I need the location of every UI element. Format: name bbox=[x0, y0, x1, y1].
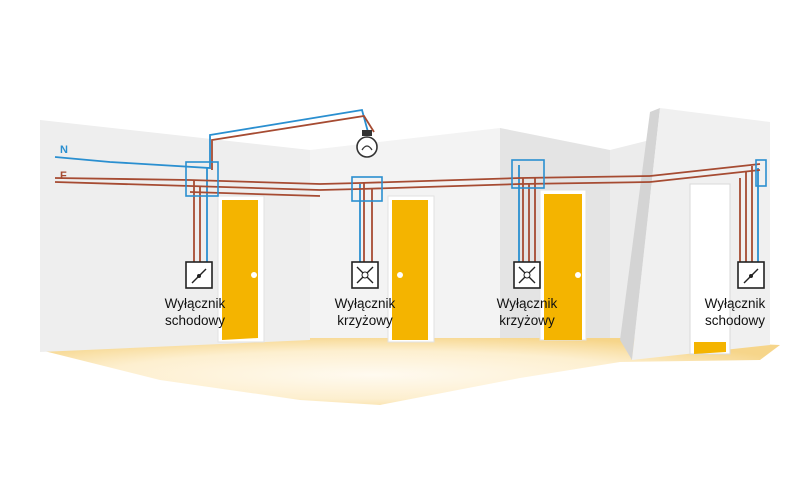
switch-label-line2: schodowy bbox=[164, 313, 226, 328]
switch-label-line2: schodowy bbox=[704, 313, 766, 328]
switch-label-line1: Wyłącznik bbox=[334, 296, 396, 311]
junction-box-1 bbox=[185, 161, 219, 197]
door-2 bbox=[387, 195, 435, 343]
switch-label-right: Wyłącznik schodowy bbox=[680, 295, 790, 329]
intermediate-switch-icon bbox=[513, 261, 541, 289]
two-way-switch-icon bbox=[185, 261, 213, 289]
switch-label-line1: Wyłącznik bbox=[164, 296, 226, 311]
switch-label-mid1: Wyłącznik krzyżowy bbox=[310, 295, 420, 329]
switch-label-line1: Wyłącznik bbox=[704, 296, 766, 311]
light-bulb-icon bbox=[356, 130, 378, 158]
doorway-4 bbox=[689, 183, 731, 355]
phase-wire bbox=[54, 115, 761, 262]
neutral-wire bbox=[54, 108, 759, 262]
two-way-switch-icon bbox=[737, 261, 765, 289]
switch-label-left: Wyłącznik schodowy bbox=[140, 295, 250, 329]
phase-wire-label: F bbox=[60, 170, 67, 182]
switch-label-line2: krzyżowy bbox=[337, 313, 393, 328]
door-3 bbox=[539, 189, 587, 341]
switch-label-mid2: Wyłącznik krzyżowy bbox=[472, 295, 582, 329]
junction-box-4 bbox=[755, 159, 767, 187]
door-1 bbox=[217, 195, 265, 343]
partition-wall-edge bbox=[620, 108, 660, 360]
switch-label-line1: Wyłącznik bbox=[496, 296, 558, 311]
junction-box-3 bbox=[511, 159, 545, 189]
switch-label-line2: krzyżowy bbox=[499, 313, 555, 328]
neutral-wire-label: N bbox=[60, 144, 68, 156]
floor bbox=[40, 338, 780, 405]
intermediate-switch-icon bbox=[351, 261, 379, 289]
junction-box-2 bbox=[351, 176, 383, 202]
